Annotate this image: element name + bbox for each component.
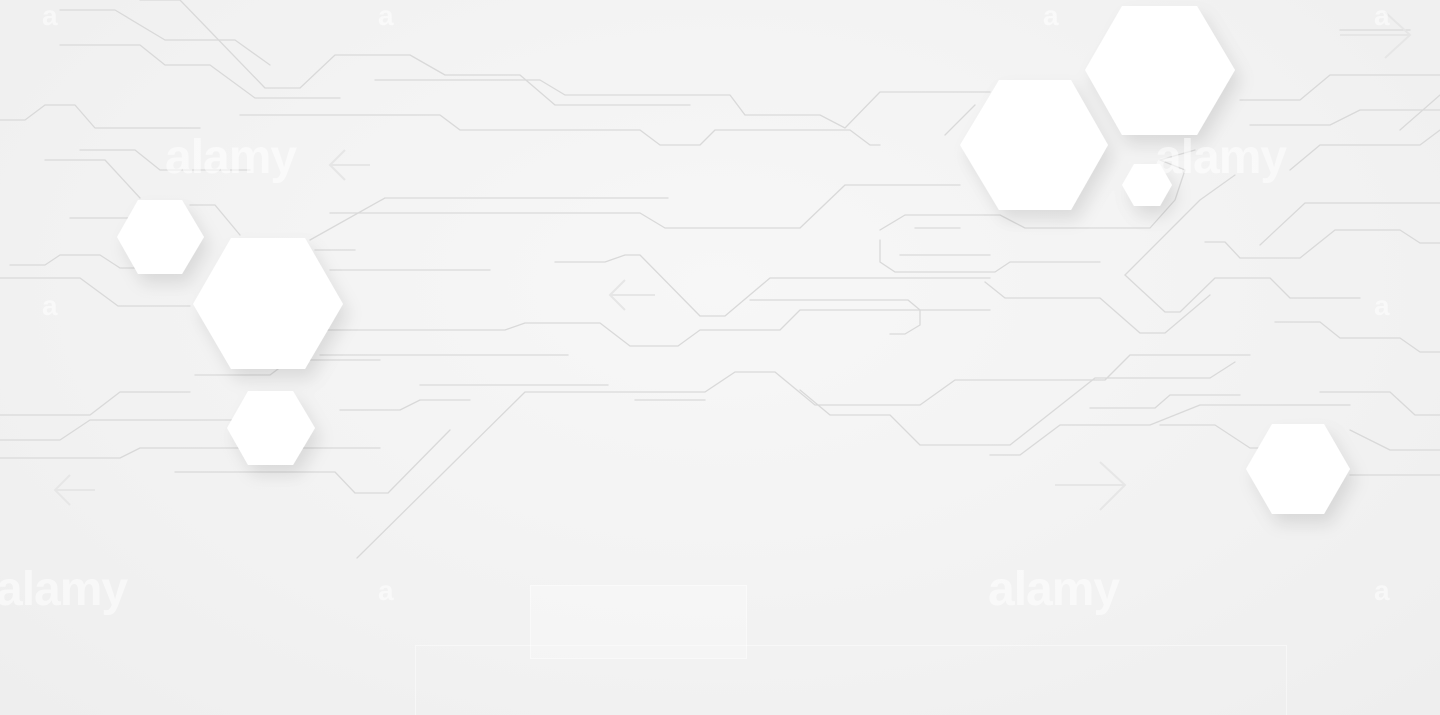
trace — [59, 9, 271, 66]
trace — [1089, 394, 1241, 409]
watermark-letter: a — [378, 575, 394, 606]
watermark-letter: a — [42, 0, 58, 31]
hexagons — [117, 6, 1350, 514]
trace — [309, 197, 669, 241]
trace — [0, 104, 201, 129]
trace — [1399, 94, 1440, 131]
trace — [0, 277, 191, 307]
trace — [1319, 391, 1440, 416]
trace — [374, 79, 991, 129]
trace — [989, 404, 1351, 456]
watermark-letter: a — [42, 290, 58, 321]
trace — [0, 391, 191, 416]
trace — [1239, 74, 1440, 101]
trace — [749, 299, 921, 335]
arrow-left-icon — [53, 474, 95, 506]
watermark-logo: alamy — [988, 563, 1120, 616]
trace — [1159, 149, 1196, 161]
watermark-letter: a — [1043, 0, 1059, 31]
trace — [174, 429, 451, 494]
trace — [984, 281, 1211, 334]
trace — [554, 254, 991, 317]
watermark-frame — [530, 585, 747, 659]
arrow-left-icon — [328, 149, 370, 181]
trace — [139, 0, 691, 106]
trace — [59, 44, 341, 99]
trace — [0, 447, 381, 459]
trace — [79, 149, 251, 171]
trace — [0, 419, 251, 441]
trace — [339, 399, 471, 411]
trace — [239, 114, 881, 146]
watermark-logo: alamy — [1155, 131, 1287, 184]
trace — [44, 159, 141, 199]
watermark-letter: a — [1374, 575, 1390, 606]
trace — [799, 361, 1236, 446]
trace — [879, 159, 1186, 231]
watermark-letter: a — [378, 0, 394, 31]
trace — [1259, 202, 1440, 246]
watermark-logo: alamy — [0, 563, 128, 616]
arrow-left-icon — [608, 279, 655, 311]
decorative-arrows — [53, 11, 1412, 511]
watermark-letter: a — [1374, 0, 1390, 31]
circuit-traces — [0, 0, 1440, 559]
trace — [1289, 129, 1440, 171]
hexagon — [960, 80, 1108, 210]
trace — [1124, 274, 1361, 313]
trace — [1349, 429, 1440, 451]
trace — [944, 104, 976, 136]
hexagon — [227, 391, 315, 465]
hexagon — [1085, 6, 1235, 135]
trace — [879, 239, 1101, 273]
hexagon — [117, 200, 204, 274]
watermark-letter: a — [1374, 290, 1390, 321]
trace — [329, 184, 961, 229]
arrow-right-icon — [1340, 11, 1412, 59]
trace — [1249, 109, 1440, 126]
hexagon — [1122, 164, 1172, 206]
hexagon — [193, 238, 343, 369]
trace — [1274, 321, 1440, 353]
watermark-logo: alamy — [165, 131, 297, 184]
trace — [9, 254, 166, 269]
trace — [189, 204, 241, 236]
arrow-right-icon — [1055, 461, 1127, 511]
trace — [1124, 174, 1236, 276]
trace — [1204, 229, 1440, 259]
hexagon — [1246, 424, 1350, 514]
trace — [356, 354, 1251, 559]
watermark-frame — [415, 645, 1287, 715]
trace — [319, 309, 991, 347]
